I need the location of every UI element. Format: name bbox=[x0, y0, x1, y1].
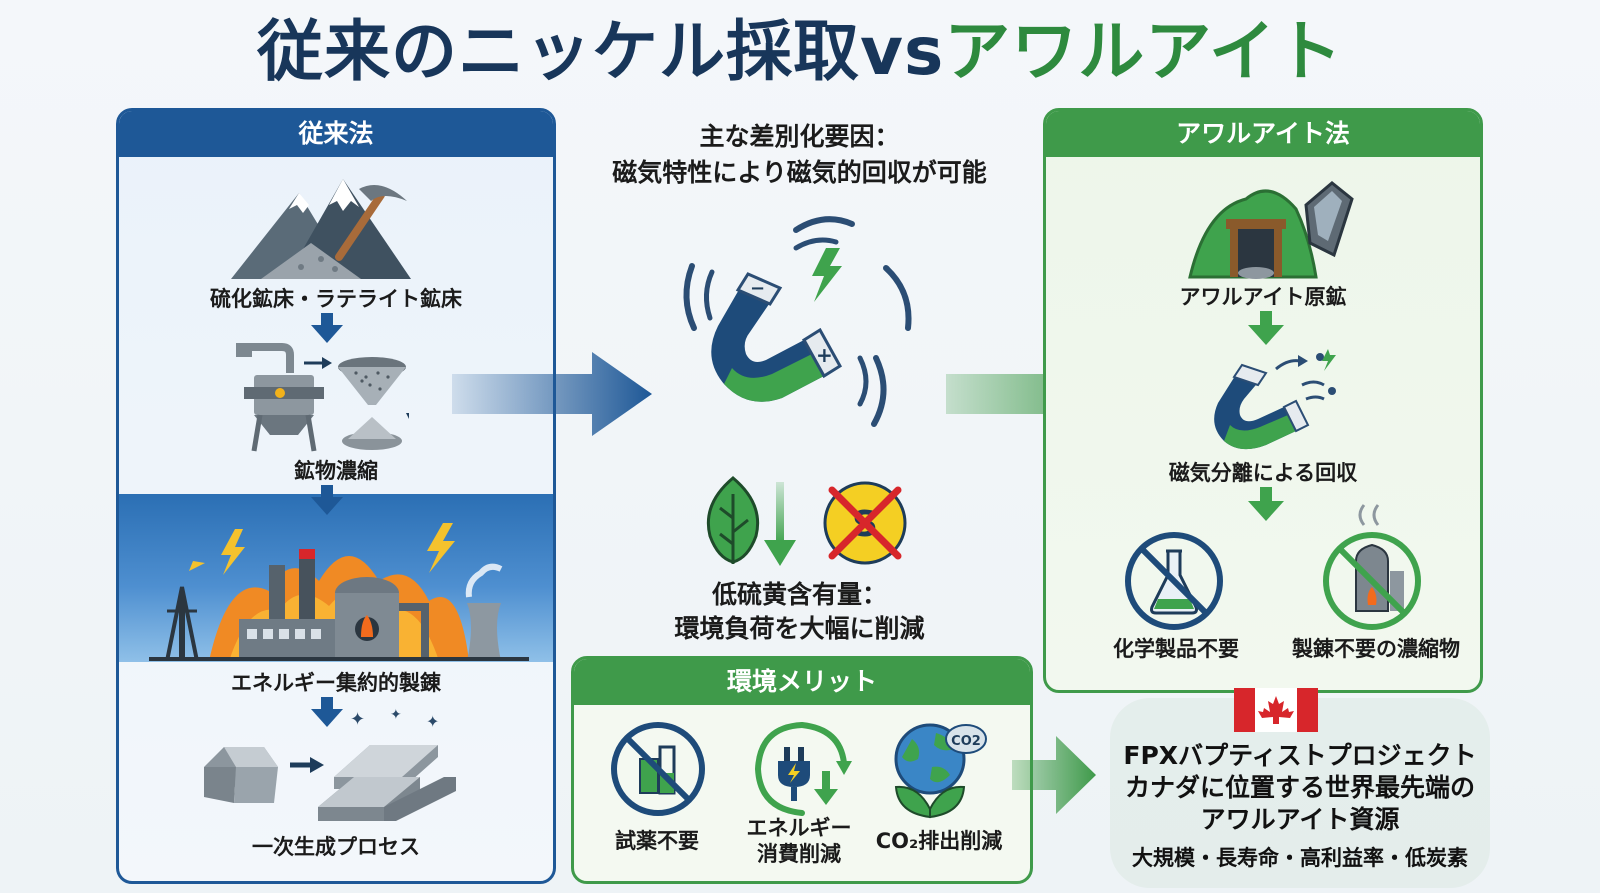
fpx-resource: アワルアイト資源 bbox=[1200, 805, 1400, 834]
step-smelting-label: エネルギー集約的製錬 bbox=[231, 671, 441, 695]
environmental-benefits-panel: 環境メリット 試薬不要 エネルギー 消費削減 CO2 CO₂排出削減 bbox=[571, 656, 1033, 884]
environment-header: 環境メリット bbox=[574, 659, 1030, 705]
co2-badge: CO2 bbox=[951, 734, 981, 749]
step-sulfide-laterite-label: 硫化鉱床・ラテライト鉱床 bbox=[210, 287, 462, 311]
smelter-factory-icon bbox=[149, 523, 529, 661]
leaf-icon bbox=[706, 476, 760, 564]
no-smelting-label: 製錬不要の濃縮物 bbox=[1292, 637, 1460, 661]
page-title: 従来のニッケル採取vsアワルアイト bbox=[0, 8, 1600, 96]
magnetic-separation-label: 磁気分離による回収 bbox=[1168, 461, 1358, 485]
mine-entrance-icon bbox=[1188, 181, 1354, 279]
co2-globe-icon: CO2 bbox=[894, 723, 987, 819]
mountain-pickaxe-icon bbox=[231, 179, 411, 279]
traditional-method-panel: 従来法 硫化鉱床・ラテライト鉱床 鉱物濃縮 bbox=[116, 108, 556, 884]
traditional-header: 従来法 bbox=[119, 111, 553, 157]
fpx-project-name: FPXバプティストプロジェクト bbox=[1123, 741, 1477, 770]
down-arrow-green-icon bbox=[764, 482, 796, 566]
differentiator-text: 磁気特性により磁気的回収が可能 bbox=[612, 158, 987, 187]
metal-ingots-icon: ✦ ✦ ✦ bbox=[204, 707, 456, 821]
down-arrow-icon bbox=[311, 485, 343, 515]
title-part-awaruite: アワルアイト bbox=[944, 13, 1343, 90]
step-primary-production-label: 一次生成プロセス bbox=[252, 835, 420, 859]
down-arrow-green-icon bbox=[1248, 487, 1284, 521]
down-arrow-icon bbox=[311, 313, 343, 343]
no-chemicals-icon bbox=[1125, 532, 1223, 630]
right-arrow-green-small-icon bbox=[1012, 736, 1096, 814]
awaruite-ore-label: アワルアイト原鉱 bbox=[1179, 285, 1347, 309]
no-smelting-icon bbox=[1323, 504, 1421, 630]
energy-reduction-label-line2: 消費削減 bbox=[757, 842, 841, 866]
magnet-plus-sign: + bbox=[816, 343, 833, 367]
canada-flag-icon bbox=[1234, 688, 1318, 732]
no-reagents-icon bbox=[611, 722, 705, 816]
svg-text:✦: ✦ bbox=[426, 712, 439, 731]
fpx-location: カナダに位置する世界最先端の bbox=[1124, 773, 1475, 802]
no-sulfur-icon: S bbox=[823, 481, 907, 565]
step-concentration-label: 鉱物濃縮 bbox=[294, 459, 378, 483]
energy-reduction-label-line1: エネルギー bbox=[746, 816, 852, 840]
energy-plug-icon bbox=[754, 722, 852, 816]
concentrator-machine-icon bbox=[236, 343, 409, 452]
low-sulfur-heading: 低硫黄含有量： bbox=[711, 580, 887, 609]
horseshoe-magnet-icon: − + bbox=[683, 216, 912, 427]
magnet-minus-sign: − bbox=[750, 278, 765, 299]
co2-reduction-label: CO₂排出削減 bbox=[875, 829, 1003, 853]
down-arrow-green-icon bbox=[1248, 311, 1284, 345]
fpx-attributes: 大規模・長寿命・高利益率・低炭素 bbox=[1132, 846, 1468, 870]
no-chemicals-label: 化学製品不要 bbox=[1113, 637, 1239, 661]
low-sulfur-text: 環境負荷を大幅に削減 bbox=[674, 614, 925, 643]
magnet-separation-icon bbox=[1214, 349, 1336, 450]
no-reagents-label: 試薬不要 bbox=[615, 829, 699, 853]
svg-text:✦: ✦ bbox=[350, 709, 365, 730]
awaruite-method-panel: アワルアイト法 アワルアイト原鉱 磁気分離による回収 化学製品不要 bbox=[1043, 108, 1483, 693]
down-arrow-icon bbox=[311, 697, 343, 727]
differentiator-heading: 主な差別化要因： bbox=[699, 122, 900, 151]
svg-text:✦: ✦ bbox=[390, 707, 402, 723]
awaruite-header: アワルアイト法 bbox=[1046, 111, 1480, 157]
title-part-traditional: 従来のニッケル採取vs bbox=[256, 13, 945, 90]
right-arrow-navy-icon bbox=[452, 352, 652, 436]
